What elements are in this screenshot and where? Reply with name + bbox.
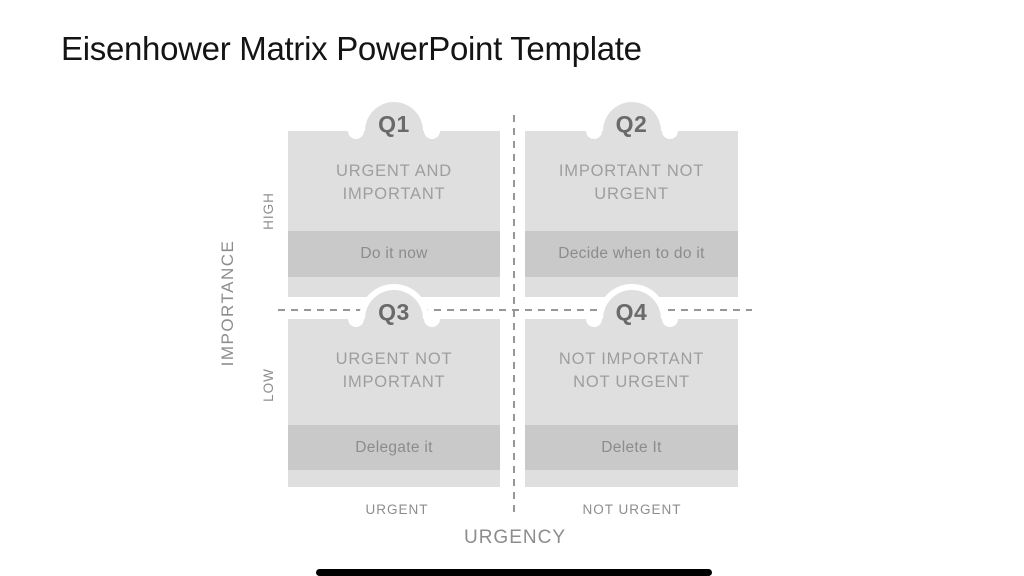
quadrant-q3: Q3 URGENT NOT IMPORTANT Delegate it bbox=[288, 284, 500, 487]
q3-action-band: Delegate it bbox=[288, 425, 500, 470]
q4-action-band: Delete It bbox=[525, 425, 738, 470]
q1-tab-notch-right bbox=[424, 123, 440, 139]
q3-tab-notch-right bbox=[424, 311, 440, 327]
urgency-axis-divider-line bbox=[513, 115, 515, 512]
home-indicator-bar bbox=[316, 569, 712, 576]
q4-title: NOT IMPORTANT NOT URGENT bbox=[531, 348, 732, 394]
q2-action-band: Decide when to do it bbox=[525, 231, 738, 277]
slide-title: Eisenhower Matrix PowerPoint Template bbox=[61, 30, 642, 67]
quadrant-q1: Q1 URGENT AND IMPORTANT Do it now bbox=[288, 96, 500, 297]
q4-tab-notch-left bbox=[585, 311, 602, 327]
q2-title-line2: URGENT bbox=[594, 185, 669, 203]
q4-tab-notch-right bbox=[661, 311, 678, 327]
quadrant-q2: Q2 IMPORTANT NOT URGENT Decide when to d… bbox=[525, 96, 738, 297]
q1-title-line1: URGENT AND bbox=[336, 162, 452, 180]
q2-tab-notch-left bbox=[585, 123, 602, 139]
quadrant-q4: Q4 NOT IMPORTANT NOT URGENT Delete It bbox=[525, 284, 738, 487]
importance-axis-divider-line bbox=[278, 309, 752, 311]
q1-tab-notch-left bbox=[348, 123, 364, 139]
q4-title-line2: NOT URGENT bbox=[573, 373, 690, 391]
q3-title-line2: IMPORTANT bbox=[342, 373, 446, 391]
q2-label: Q2 bbox=[615, 111, 648, 137]
q4-label: Q4 bbox=[615, 299, 648, 325]
q3-title-line1: URGENT NOT bbox=[335, 350, 453, 368]
y-axis-label-importance: IMPORTANCE bbox=[218, 239, 237, 367]
q4-title-line1: NOT IMPORTANT bbox=[558, 350, 705, 368]
x-axis-label-urgency: URGENCY bbox=[463, 527, 566, 548]
y-axis-tick-low: LOW bbox=[261, 368, 276, 402]
x-axis-tick-urgent: URGENT bbox=[365, 502, 429, 517]
q3-tab-notch-left bbox=[348, 311, 364, 327]
x-axis-tick-not-urgent: NOT URGENT bbox=[582, 502, 682, 517]
q2-tab-notch-right bbox=[661, 123, 678, 139]
q1-action-band: Do it now bbox=[288, 231, 500, 277]
q3-label: Q3 bbox=[378, 299, 410, 325]
q1-title: URGENT AND IMPORTANT bbox=[294, 160, 494, 206]
q2-title-line1: IMPORTANT NOT bbox=[558, 162, 705, 180]
q3-title: URGENT NOT IMPORTANT bbox=[294, 348, 494, 394]
q2-title: IMPORTANT NOT URGENT bbox=[531, 160, 732, 206]
y-axis-tick-high: HIGH bbox=[261, 192, 276, 230]
q1-label: Q1 bbox=[378, 111, 410, 137]
q1-title-line2: IMPORTANT bbox=[342, 185, 446, 203]
